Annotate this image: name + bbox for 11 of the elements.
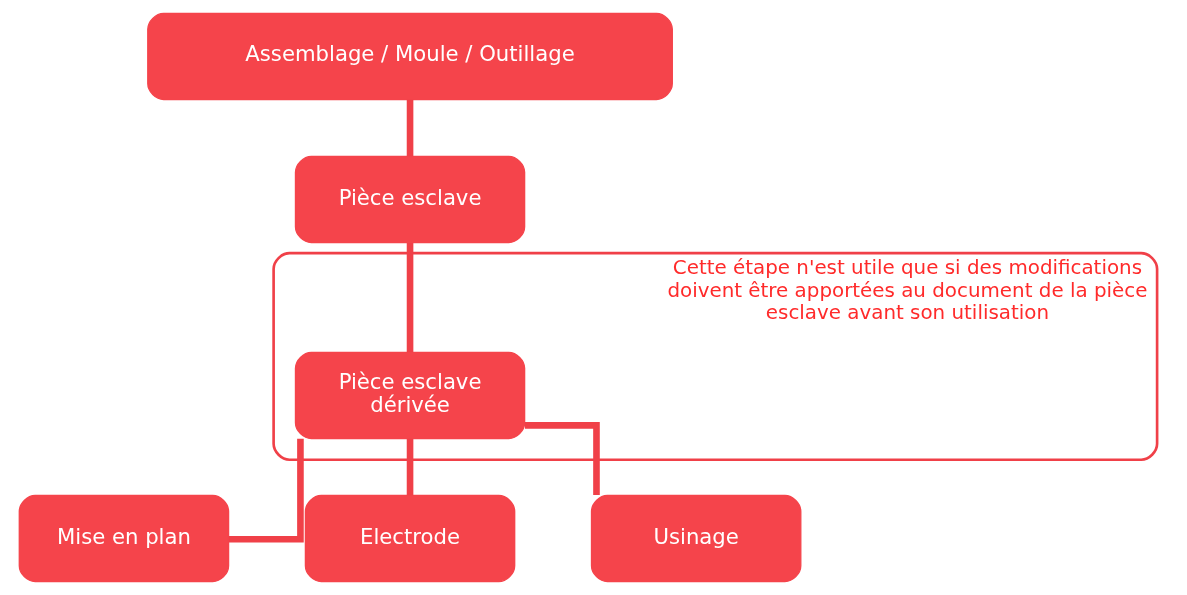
connector <box>406 438 414 496</box>
connector <box>228 438 304 543</box>
node-box: Electrode <box>304 494 516 583</box>
node-box: Usinage <box>590 494 802 583</box>
connector <box>524 422 600 496</box>
node-box: Assemblage / Moule / Outillage <box>147 12 673 101</box>
connector <box>406 99 414 157</box>
node-box: Pièce esclave <box>294 155 526 244</box>
connector <box>406 243 414 353</box>
node-box: Mise en plan <box>18 494 230 583</box>
node-box: Pièce esclave dérivée <box>294 351 526 440</box>
